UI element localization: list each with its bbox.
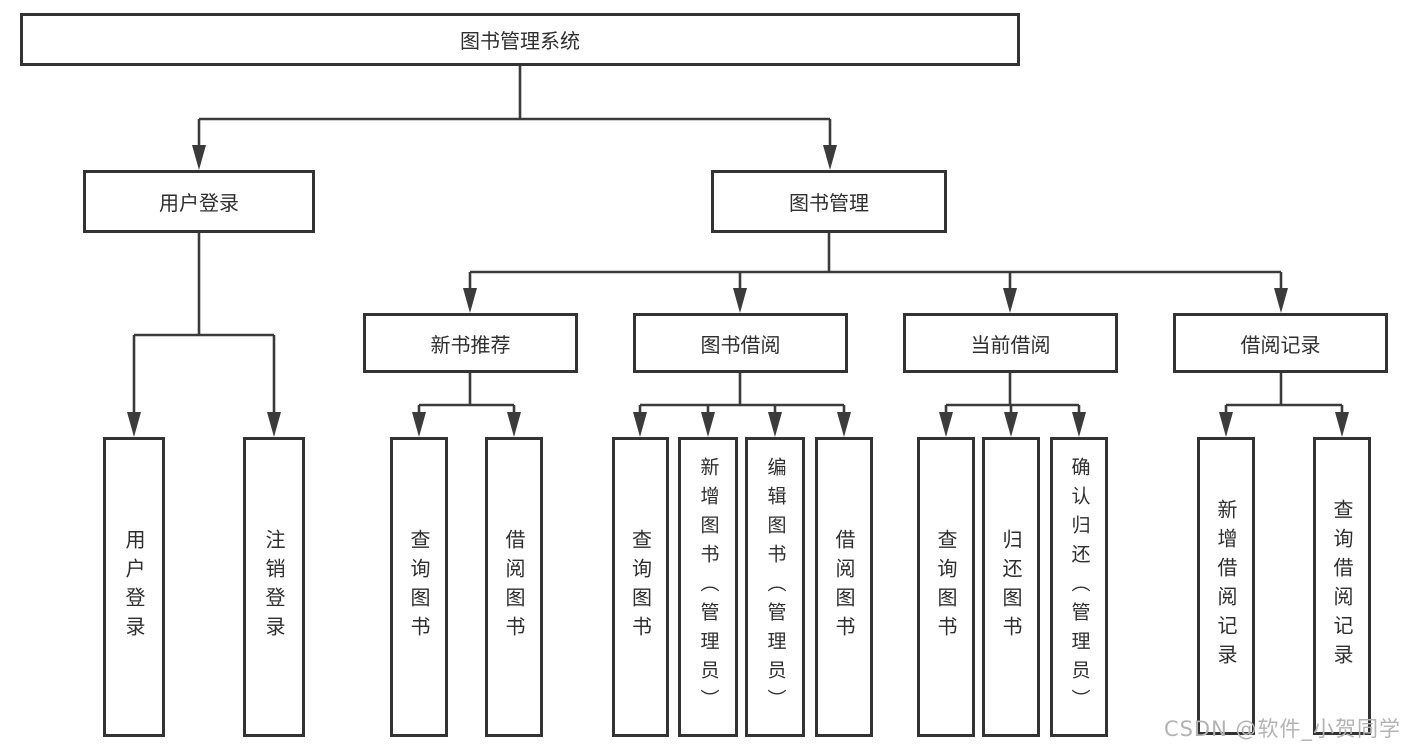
- arrowhead: [507, 412, 521, 437]
- node-new-book-recommend: 新书推荐: [363, 313, 578, 373]
- arrowhead: [701, 412, 715, 437]
- node-library-system: 图书管理系统: [20, 13, 1020, 66]
- leaf-borrow-books-recommend: 借阅图书: [485, 437, 543, 737]
- leaf-borrow-books-label: 借阅图书: [832, 529, 856, 645]
- leaf-add-books-admin: 新增图书（管理员）: [678, 437, 738, 737]
- leaf-add-books-admin-label: 新增图书（管理员）: [697, 456, 720, 718]
- leaf-query-books-current-label: 查询图书: [934, 529, 958, 645]
- leaf-borrow-books: 借阅图书: [815, 437, 873, 737]
- leaf-return-books: 归还图书: [982, 437, 1040, 737]
- arrowhead: [412, 412, 426, 437]
- arrowhead: [463, 288, 477, 313]
- arrowhead: [127, 412, 141, 437]
- leaf-query-borrow-record-label: 查询借阅记录: [1330, 499, 1354, 673]
- arrowhead: [1274, 288, 1288, 313]
- leaf-confirm-return-admin: 确认归还（管理员）: [1050, 437, 1108, 737]
- leaf-query-books-borrow-label: 查询图书: [628, 529, 653, 645]
- leaf-user-login-label: 用户登录: [122, 529, 146, 645]
- arrowhead: [1003, 288, 1017, 313]
- leaf-query-books-borrow: 查询图书: [612, 437, 669, 737]
- leaf-edit-books-admin-label: 编辑图书（管理员）: [764, 456, 787, 718]
- leaf-edit-books-admin: 编辑图书（管理员）: [745, 437, 805, 737]
- arrowhead: [733, 288, 747, 313]
- arrowhead: [1335, 412, 1349, 437]
- arrowhead: [939, 412, 953, 437]
- arrowhead: [192, 145, 206, 170]
- leaf-query-books-recommend: 查询图书: [390, 437, 448, 737]
- leaf-user-login: 用户登录: [103, 437, 165, 737]
- arrowhead: [1072, 412, 1086, 437]
- node-current-borrow: 当前借阅: [903, 313, 1118, 373]
- arrowhead: [633, 412, 647, 437]
- arrowhead: [267, 412, 281, 437]
- leaf-add-borrow-record-label: 新增借阅记录: [1214, 499, 1238, 673]
- arrowhead: [1004, 412, 1018, 437]
- leaf-query-borrow-record: 查询借阅记录: [1313, 437, 1371, 735]
- leaf-confirm-return-admin-label: 确认归还（管理员）: [1068, 456, 1091, 718]
- leaf-add-borrow-record: 新增借阅记录: [1197, 437, 1255, 735]
- leaf-borrow-books-recommend-label: 借阅图书: [502, 529, 526, 645]
- leaf-logout: 注销登录: [243, 437, 305, 737]
- node-book-management: 图书管理: [711, 170, 947, 233]
- arrowhead: [837, 412, 851, 437]
- arrowhead: [1219, 412, 1233, 437]
- node-book-borrow: 图书借阅: [633, 313, 848, 373]
- node-borrow-records: 借阅记录: [1173, 313, 1388, 373]
- leaf-query-books-recommend-label: 查询图书: [407, 529, 431, 645]
- leaf-query-books-current: 查询图书: [917, 437, 975, 737]
- leaf-logout-label: 注销登录: [262, 529, 286, 645]
- arrowhead: [823, 145, 837, 170]
- watermark: CSDN @软件_小贺同学: [1163, 717, 1401, 741]
- arrowhead: [768, 412, 782, 437]
- node-user-login: 用户登录: [83, 170, 315, 233]
- leaf-return-books-label: 归还图书: [999, 529, 1023, 645]
